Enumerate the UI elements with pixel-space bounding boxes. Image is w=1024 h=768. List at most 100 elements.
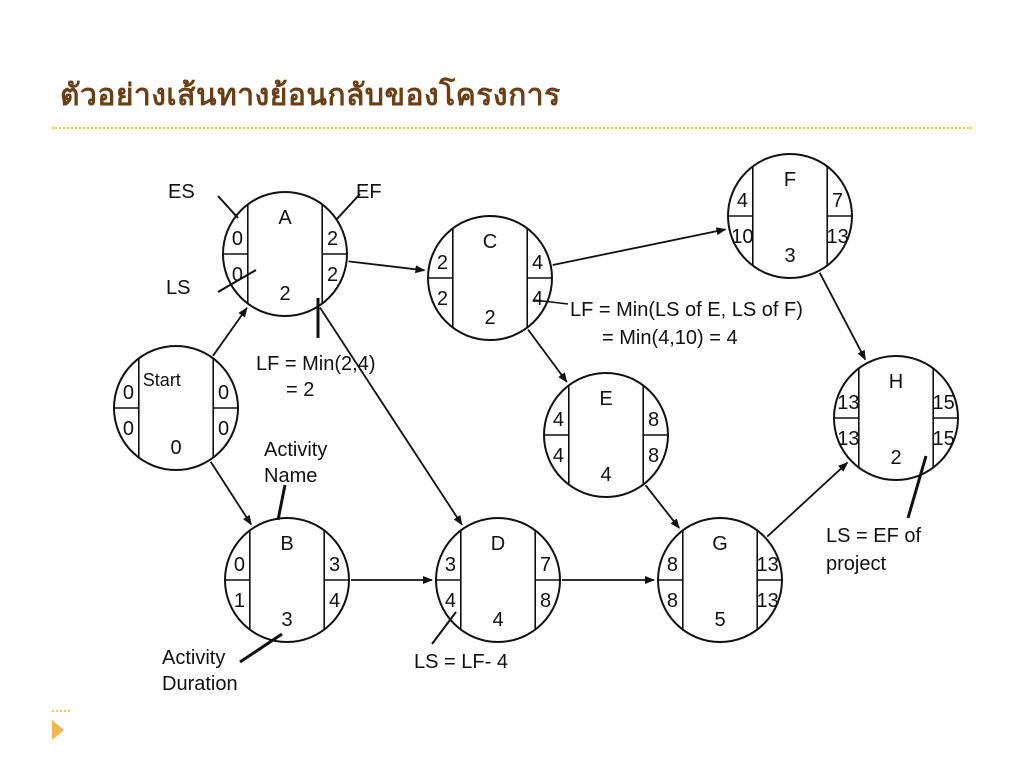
node-a-es-value: 0 <box>232 228 243 250</box>
node-f-lf-value: 13 <box>826 226 848 248</box>
node-a-duration-value: 2 <box>279 283 290 305</box>
node-d-duration-value: 4 <box>492 609 503 631</box>
node-c-ef-value: 4 <box>532 252 543 274</box>
node-d-es-value: 3 <box>445 554 456 576</box>
bullet-marker-icon <box>52 720 64 740</box>
arrow-a-d <box>319 307 463 526</box>
node-h-ls-value: 13 <box>837 428 859 450</box>
node-f-ef-value: 7 <box>832 190 843 212</box>
lf-c-label-line1: LF = Min(LS of E, LS of F) <box>570 299 803 321</box>
arrow-e-g <box>644 484 680 529</box>
node-start-name-label: Start <box>143 370 181 390</box>
node-g-es-value: 8 <box>667 554 678 576</box>
ef-label: EF <box>356 181 382 203</box>
slide-title: ตัวอย่างเส้นทางย้อนกลับของโครงการ <box>60 78 561 113</box>
node-d-lf-value: 8 <box>540 590 551 612</box>
title-divider <box>52 127 972 129</box>
node-d-name-label: D <box>491 533 505 555</box>
lf-c-label-line2: = Min(4,10) = 4 <box>602 327 738 349</box>
node-b-ef-value: 3 <box>329 554 340 576</box>
ls-h-leader-line <box>906 455 928 519</box>
node-g-ls-value: 8 <box>667 590 678 612</box>
node-f: F 4 7 10 13 3 <box>727 153 853 279</box>
node-f-duration-value: 3 <box>784 245 795 267</box>
node-g: G 8 13 8 13 5 <box>657 517 783 643</box>
node-f-name-label: F <box>784 169 796 191</box>
node-e-es-value: 4 <box>553 409 564 431</box>
node-e-name-label: E <box>599 388 612 410</box>
lf-a-label-line2: = 2 <box>286 379 314 401</box>
node-c-duration-value: 2 <box>484 307 495 329</box>
activity-duration-label-line1: Activity <box>162 647 225 669</box>
node-a-name-label: A <box>278 207 292 229</box>
node-h-name-label: H <box>889 371 903 393</box>
arrow-f-h <box>818 272 867 361</box>
activity-name-label-line2: Name <box>264 465 317 487</box>
node-c-es-value: 2 <box>437 252 448 274</box>
activity-name-label-line1: Activity <box>264 439 327 461</box>
lf-c-leader-line <box>533 299 569 305</box>
activity-duration-leader-line <box>239 632 283 664</box>
activity-name-leader-line <box>276 484 287 521</box>
node-h-ef-value: 15 <box>932 392 954 414</box>
node-a-ls-value: 0 <box>232 264 243 286</box>
node-f-ls-value: 10 <box>731 226 753 248</box>
node-e-duration-value: 4 <box>600 464 611 486</box>
node-start-lf-value: 0 <box>218 418 229 440</box>
node-h: H 13 15 13 15 2 <box>833 355 959 481</box>
node-start-es-value: 0 <box>123 382 134 404</box>
node-c-ls-value: 2 <box>437 288 448 310</box>
node-h-lf-value: 15 <box>932 428 954 450</box>
node-c: C 2 4 2 4 2 <box>427 215 553 341</box>
node-a-lf-value: 2 <box>327 264 338 286</box>
node-c-lf-value: 4 <box>532 288 543 310</box>
ls-h-label-line1: LS = EF of <box>826 525 921 547</box>
node-e: E 4 8 4 8 4 <box>543 372 669 498</box>
node-b-es-value: 0 <box>234 554 245 576</box>
node-b-ls-value: 1 <box>234 590 245 612</box>
ef-leader-line <box>335 193 361 221</box>
es-leader-line <box>217 195 239 219</box>
node-h-duration-value: 2 <box>890 447 901 469</box>
node-start-duration-value: 0 <box>170 437 181 459</box>
es-label: ES <box>168 181 195 203</box>
node-b-duration-value: 3 <box>281 609 292 631</box>
node-e-ef-value: 8 <box>648 409 659 431</box>
arrow-c-e <box>527 328 568 383</box>
arrow-c-f <box>552 227 727 266</box>
node-e-ls-value: 4 <box>553 445 564 467</box>
node-d-ls-value: 4 <box>445 590 456 612</box>
node-d: D 3 7 4 8 4 <box>435 517 561 643</box>
activity-duration-label-line2: Duration <box>162 673 238 695</box>
footer-divider <box>52 710 70 712</box>
node-start: Start 0 0 0 0 0 <box>113 345 239 471</box>
node-c-name-label: C <box>483 231 497 253</box>
node-start-ls-value: 0 <box>123 418 134 440</box>
node-f-es-value: 4 <box>737 190 748 212</box>
node-g-duration-value: 5 <box>714 609 725 631</box>
node-g-lf-value: 13 <box>756 590 778 612</box>
node-h-es-value: 13 <box>837 392 859 414</box>
ls-d-leader-line <box>431 611 457 645</box>
arrow-start-a <box>212 307 248 357</box>
node-a-ef-value: 2 <box>327 228 338 250</box>
node-a: A 0 2 0 2 2 <box>222 191 348 317</box>
node-g-ef-value: 13 <box>756 554 778 576</box>
callouts-layer: ES EF LS LF = Min(2,4) = 2 LF = Min(LS o… <box>162 181 928 695</box>
ls-label: LS <box>166 277 190 299</box>
ls-h-label-line2: project <box>826 553 886 575</box>
node-d-ef-value: 7 <box>540 554 551 576</box>
node-start-ef-value: 0 <box>218 382 229 404</box>
node-g-name-label: G <box>712 533 728 555</box>
node-b-lf-value: 4 <box>329 590 340 612</box>
edges-layer <box>209 227 867 584</box>
ls-d-label: LS = LF- 4 <box>414 651 508 673</box>
ls-leader-line <box>217 269 257 293</box>
arrow-g-h <box>766 462 849 538</box>
arrow-start-b <box>209 461 252 526</box>
lf-a-label-line1: LF = Min(2,4) <box>256 353 375 375</box>
node-e-lf-value: 8 <box>648 445 659 467</box>
